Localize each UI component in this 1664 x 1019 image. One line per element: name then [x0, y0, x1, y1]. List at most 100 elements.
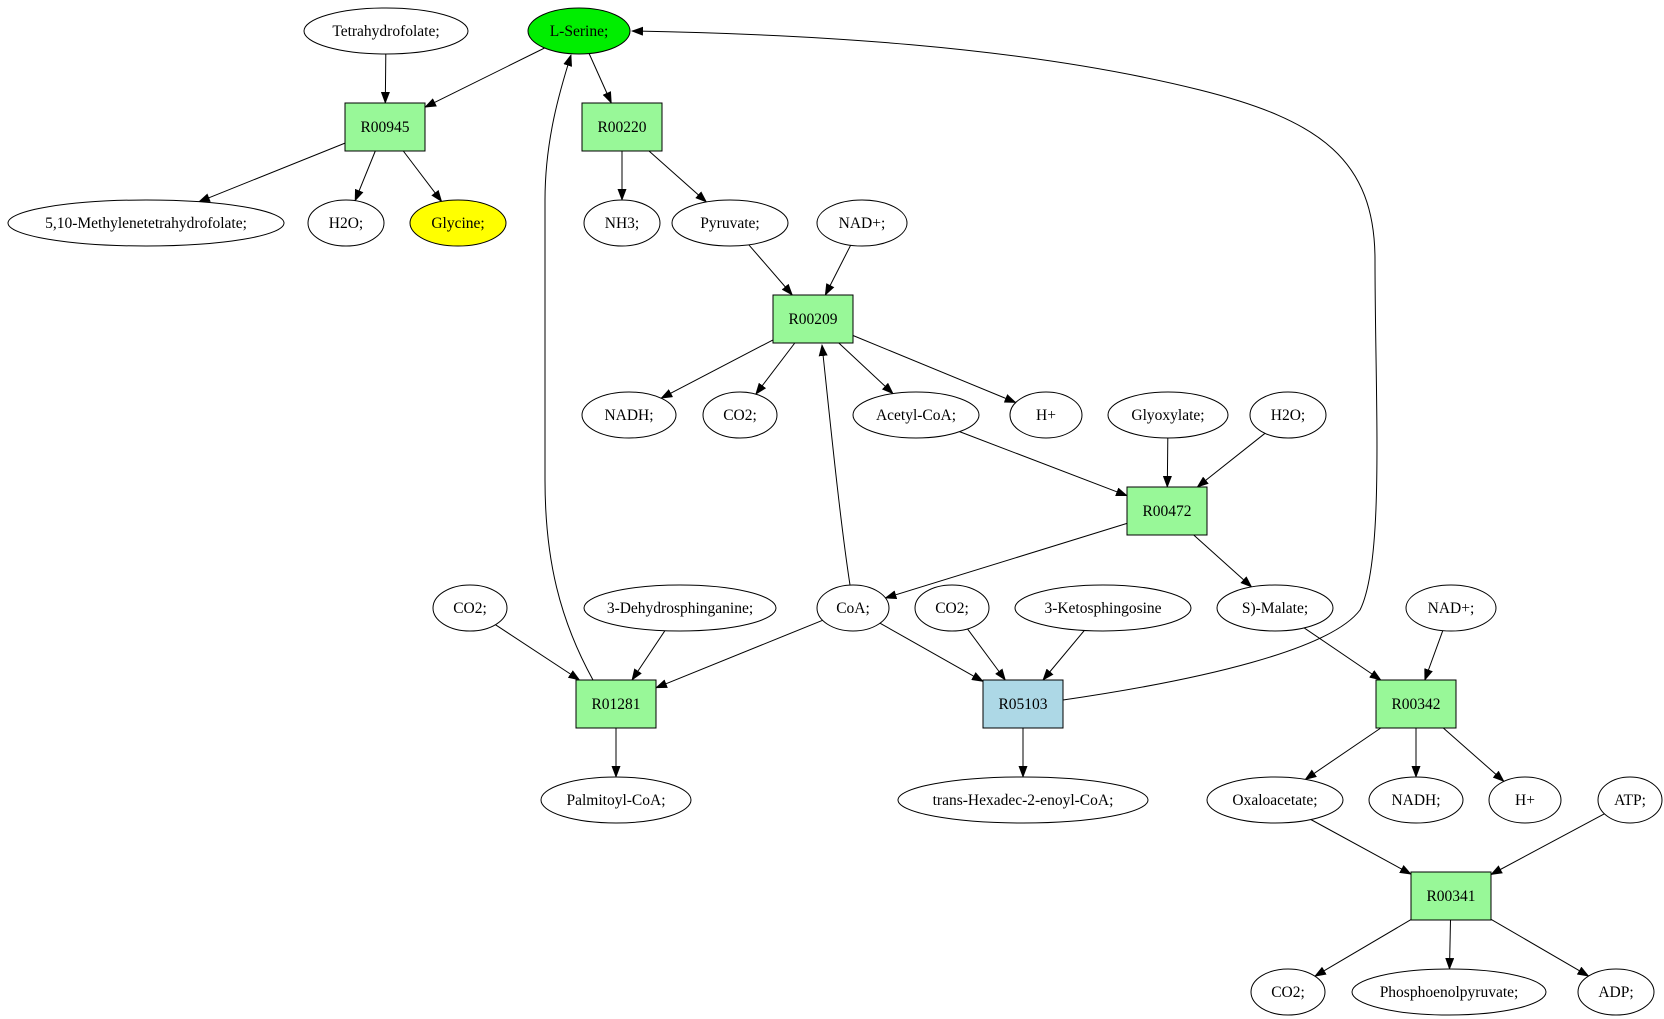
compound-node-methylene-thf[interactable]: 5,10-Methylenetetrahydrofolate; [7, 199, 285, 247]
node-label: R00945 [360, 119, 409, 136]
reaction-box [575, 679, 657, 729]
compound-node-atp[interactable]: ATP; [1597, 776, 1663, 824]
edge-r01281-to-l-serine [544, 54, 594, 681]
compound-ellipse [583, 199, 661, 247]
reaction-node-r01281[interactable]: R01281 [575, 679, 657, 729]
node-label: Palmitoyl-CoA; [566, 792, 665, 809]
node-label: H2O; [329, 215, 363, 232]
node-label: NADH; [604, 407, 653, 424]
edge-r00341-to-adp [1490, 918, 1590, 977]
node-label: H+ [1036, 407, 1056, 424]
compound-node-palmitoyl-coa[interactable]: Palmitoyl-CoA; [540, 776, 692, 824]
edge-co2-c-to-r05103 [967, 628, 1006, 681]
compound-ellipse [671, 199, 789, 247]
node-label: H+ [1515, 792, 1535, 809]
edge-r00220-to-pyruvate [648, 150, 708, 203]
compound-node-co2-c[interactable]: CO2; [914, 584, 990, 632]
node-label: NAD+; [839, 215, 886, 232]
node-label: CO2; [453, 600, 487, 617]
compound-node-hplus-a[interactable]: H+ [1009, 391, 1083, 439]
node-label: R01281 [591, 696, 640, 713]
edge-co2-b-to-r01281 [495, 624, 581, 681]
nodes-layer: Tetrahydrofolate; L-Serine; R00945 R00220 5,… [7, 7, 1663, 1016]
compound-ellipse [1009, 391, 1083, 439]
edge-dehydrosphinganine-to-r01281 [631, 630, 666, 681]
node-label: CoA; [836, 600, 870, 617]
node-label: L-Serine; [550, 23, 609, 40]
edge-r00472-to-s-malate [1193, 534, 1253, 588]
node-label: trans-Hexadec-2-enoyl-CoA; [933, 792, 1114, 809]
compound-node-nadp-a[interactable]: NAD+; [816, 199, 908, 247]
reaction-node-r00342[interactable]: R00342 [1375, 679, 1457, 729]
compound-node-glyoxylate[interactable]: Glyoxylate; [1107, 391, 1229, 439]
node-label: S)-Malate; [1242, 600, 1308, 617]
node-label: 3-Dehydrosphinganine; [607, 600, 753, 617]
reaction-box [982, 679, 1064, 729]
edge-acetyl-coa-to-r00472 [959, 431, 1128, 497]
compound-node-h2o-a[interactable]: H2O; [307, 199, 385, 247]
compound-node-oxaloacetate[interactable]: Oxaloacetate; [1206, 776, 1344, 824]
edge-r00342-to-hplus-b [1442, 727, 1505, 783]
reaction-node-r05103[interactable]: R05103 [982, 679, 1064, 729]
compound-node-h2o-b[interactable]: H2O; [1249, 391, 1327, 439]
node-label: R00209 [788, 311, 837, 328]
compound-ellipse [1405, 584, 1497, 632]
compound-node-tetrahydrofolate[interactable]: Tetrahydrofolate; [303, 7, 469, 55]
compound-node-co2-a[interactable]: CO2; [702, 391, 778, 439]
node-label: Glyoxylate; [1131, 407, 1204, 424]
compound-node-hplus-b[interactable]: H+ [1488, 776, 1562, 824]
reaction-node-r00472[interactable]: R00472 [1126, 486, 1208, 536]
compound-node-s-malate[interactable]: S)-Malate; [1216, 584, 1334, 632]
compound-ellipse [1351, 968, 1547, 1016]
node-label: H2O; [1271, 407, 1305, 424]
node-label: R00342 [1391, 696, 1440, 713]
compound-node-pep[interactable]: Phosphoenolpyruvate; [1351, 968, 1547, 1016]
compound-ellipse [816, 584, 890, 632]
reaction-node-r00945[interactable]: R00945 [344, 102, 426, 152]
compound-node-hexadecenoyl-coa[interactable]: trans-Hexadec-2-enoyl-CoA; [897, 776, 1149, 824]
reaction-node-r00209[interactable]: R00209 [772, 294, 854, 344]
compound-node-nadp-b[interactable]: NAD+; [1405, 584, 1497, 632]
reaction-node-r00220[interactable]: R00220 [581, 102, 663, 152]
edge-coa-to-r05103 [879, 622, 984, 682]
compound-node-dehydrosphinganine[interactable]: 3-Dehydrosphinganine; [583, 584, 777, 632]
reaction-node-r00341[interactable]: R00341 [1410, 871, 1492, 921]
edge-r00209-to-acetyl-coa [838, 342, 894, 395]
reaction-box [581, 102, 663, 152]
compound-node-glycine[interactable]: Glycine; [409, 199, 507, 247]
reaction-box [1375, 679, 1457, 729]
compound-node-ketosphingosine[interactable]: 3-Ketosphingosine [1014, 584, 1192, 632]
node-label: 5,10-Methylenetetrahydrofolate; [45, 215, 247, 232]
compound-node-adp[interactable]: ADP; [1577, 968, 1655, 1016]
node-label: CO2; [723, 407, 757, 424]
compound-node-nadh-b[interactable]: NADH; [1368, 776, 1464, 824]
compound-node-pyruvate[interactable]: Pyruvate; [671, 199, 789, 247]
compound-node-l-serine[interactable]: L-Serine; [527, 7, 631, 55]
node-label: NH3; [605, 215, 639, 232]
reaction-box [344, 102, 426, 152]
compound-ellipse [1014, 584, 1192, 632]
compound-ellipse [527, 7, 631, 55]
compound-ellipse [1597, 776, 1663, 824]
edge-oxaloacetate-to-r00341 [1310, 819, 1412, 875]
edge-coa-to-r01281 [655, 619, 823, 689]
edge-r00209-to-hplus-a [852, 335, 1017, 403]
compound-ellipse [852, 391, 980, 439]
compound-node-nh3[interactable]: NH3; [583, 199, 661, 247]
edge-r00945-to-glycine [402, 150, 443, 203]
node-label: R00472 [1142, 503, 1191, 520]
compound-ellipse [583, 584, 777, 632]
reaction-box [772, 294, 854, 344]
node-label: R05103 [998, 696, 1047, 713]
compound-node-nadh-a[interactable]: NADH; [581, 391, 677, 439]
compound-node-coa[interactable]: CoA; [816, 584, 890, 632]
edge-r00945-to-methylene-thf [197, 142, 346, 203]
compound-ellipse [1249, 391, 1327, 439]
compound-ellipse [914, 584, 990, 632]
compound-node-acetyl-coa[interactable]: Acetyl-CoA; [852, 391, 980, 439]
edge-r00209-to-co2-a [755, 342, 796, 395]
compound-ellipse [540, 776, 692, 824]
compound-node-co2-d[interactable]: CO2; [1250, 968, 1326, 1016]
compound-node-co2-b[interactable]: CO2; [432, 584, 508, 632]
